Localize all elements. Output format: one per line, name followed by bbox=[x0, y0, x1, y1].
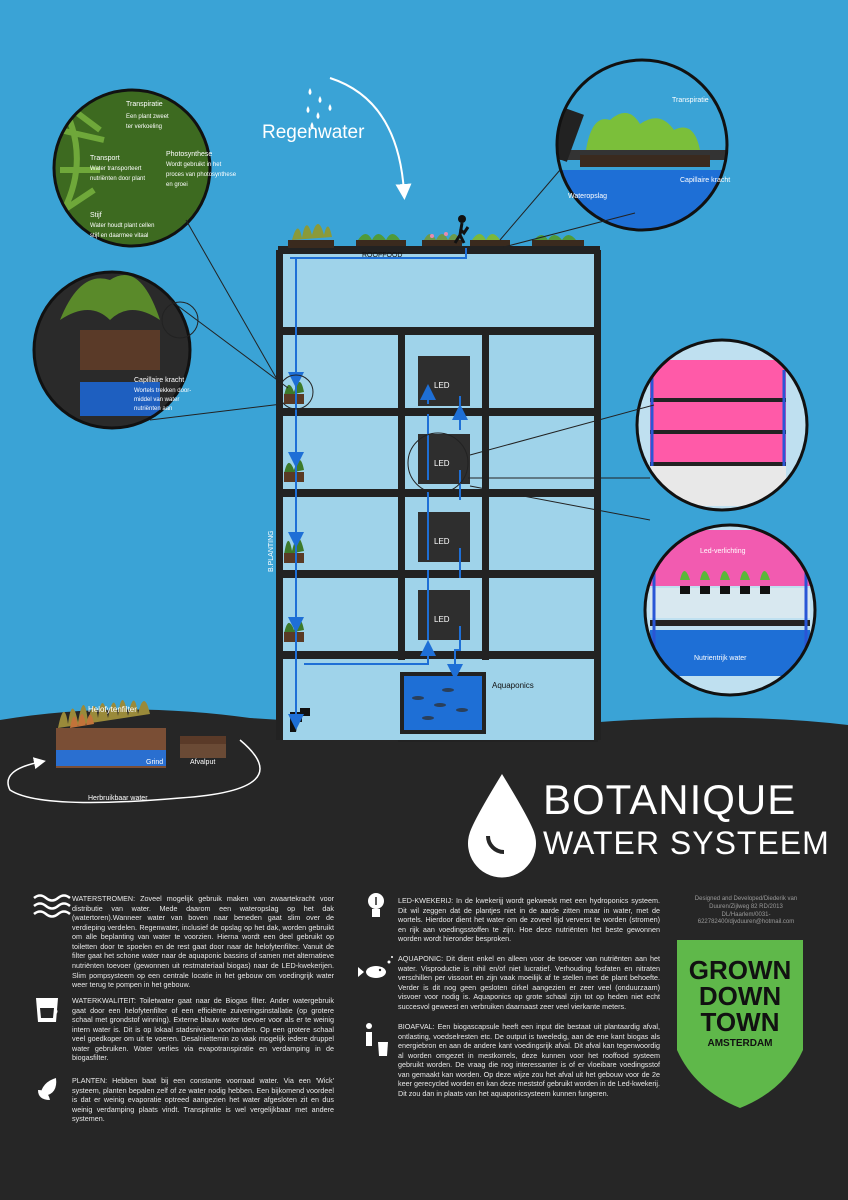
paragraph-waterkwaliteit: WATERKWALITEIT: Toiletwater gaat naar de… bbox=[72, 996, 334, 1063]
grown-down-town-logo: GROWN DOWN TOWN AMSTERDAM bbox=[677, 940, 803, 1108]
poster-title-line1: BOTANIQUE bbox=[543, 776, 797, 823]
svg-text:DOWN: DOWN bbox=[699, 981, 781, 1011]
svg-text:en groei: en groei bbox=[166, 182, 188, 188]
grind-label: Grind bbox=[146, 759, 163, 766]
aquaponics-label: Aquaponics bbox=[492, 681, 534, 690]
bulb-icon bbox=[368, 893, 384, 917]
svg-text:Water houdt plant cellen: Water houdt plant cellen bbox=[90, 223, 154, 229]
regenwater-label: Regenwater bbox=[262, 122, 365, 143]
detail-circle-plant-functions bbox=[52, 88, 212, 248]
afvalput-label: Afvalput bbox=[190, 759, 215, 766]
detail-circle-capillary bbox=[32, 270, 192, 430]
water-drop-icon bbox=[468, 774, 536, 878]
ground bbox=[0, 709, 848, 1200]
paragraph-aquaponic: AQUAPONIC: Dit dient enkel en alleen voo… bbox=[398, 954, 660, 1011]
paragraph-planten: PLANTEN: Hebben baat bij een constante v… bbox=[72, 1076, 334, 1124]
svg-text:Capillaire kracht: Capillaire kracht bbox=[134, 377, 184, 384]
water-flow bbox=[288, 248, 468, 730]
circle-rooffood-text: Transpiratie Wateropslag Capillaire krac… bbox=[568, 97, 730, 200]
svg-text:Wateropslag: Wateropslag bbox=[568, 193, 607, 200]
svg-text:stijf en daarmee vitaal: stijf en daarmee vitaal bbox=[90, 233, 148, 239]
rain-drops bbox=[306, 88, 332, 129]
svg-text:Een plant zweet: Een plant zweet bbox=[126, 114, 169, 120]
bplanting-label: B.PLANTING bbox=[268, 530, 275, 572]
detail-circle-led-racks bbox=[635, 338, 809, 512]
led-label-4: LED bbox=[434, 615, 450, 624]
svg-text:Capillaire kracht: Capillaire kracht bbox=[680, 177, 730, 184]
circle-capillary-text: Capillaire kracht Wortels trekken door- … bbox=[134, 377, 191, 412]
circle-plant-functions-text: Transpiratie Een plant zweet ter verkoel… bbox=[90, 101, 237, 239]
led-label-1: LED bbox=[434, 381, 450, 390]
svg-text:Stijf: Stijf bbox=[90, 212, 102, 219]
svg-text:middel van water: middel van water bbox=[134, 397, 179, 403]
credit-text: Designed and Developed/Diederik van Duur… bbox=[694, 896, 798, 926]
svg-text:Transpiratie: Transpiratie bbox=[672, 97, 709, 104]
paragraph-waterstromen: WATERSTROMEN: Zoveel mogelijk gebruik ma… bbox=[72, 894, 334, 990]
herbruikbaar-label: Herbruikbaar water bbox=[88, 795, 148, 802]
leaf-icon bbox=[38, 1078, 57, 1100]
led-label-2: LED bbox=[434, 459, 450, 468]
detail-circle-rooffood bbox=[555, 58, 729, 232]
building bbox=[276, 215, 601, 742]
svg-text:TOWN: TOWN bbox=[701, 1007, 780, 1037]
svg-text:ter verkoeling: ter verkoeling bbox=[126, 124, 162, 130]
svg-text:Transport: Transport bbox=[90, 155, 120, 162]
svg-text:nutriënten door plant: nutriënten door plant bbox=[90, 176, 145, 182]
rooffood-label: ROOFFOOD bbox=[362, 252, 402, 259]
svg-text:Wortels trekken door-: Wortels trekken door- bbox=[134, 388, 191, 394]
circle-hydroponics-text: Led-verlichting Nutrientrijk water bbox=[694, 548, 747, 662]
trash-icon bbox=[366, 1023, 388, 1056]
svg-text:nutriënten aan: nutriënten aan bbox=[134, 406, 172, 412]
svg-text:GROWN: GROWN bbox=[689, 955, 792, 985]
poster-title-line2: WATER SYSTEEM bbox=[543, 825, 830, 861]
svg-text:Wordt gebruikt in het: Wordt gebruikt in het bbox=[166, 162, 222, 168]
led-label-3: LED bbox=[434, 537, 450, 546]
fish-icon bbox=[358, 956, 393, 978]
paragraph-bioafval: BIOAFVAL: Een biogascapsule heeft een in… bbox=[398, 1022, 660, 1099]
svg-text:AMSTERDAM: AMSTERDAM bbox=[708, 1038, 773, 1049]
waves-icon bbox=[33, 894, 71, 918]
svg-text:proces van photosynthese: proces van photosynthese bbox=[166, 172, 237, 178]
svg-text:Water transporteert: Water transporteert bbox=[90, 166, 142, 172]
svg-text:Photosynthese: Photosynthese bbox=[166, 151, 212, 158]
svg-text:Transpiratie: Transpiratie bbox=[126, 101, 163, 108]
helofytenfilter bbox=[56, 700, 226, 768]
glass-icon bbox=[36, 998, 58, 1022]
connector-lines bbox=[149, 169, 655, 521]
svg-text:Nutrientrijk water: Nutrientrijk water bbox=[694, 655, 747, 662]
paragraph-led-kwekerij: LED-KWEKERIJ: In de kwekerijj wordt gekw… bbox=[398, 896, 660, 944]
svg-text:Led-verlichting: Led-verlichting bbox=[700, 548, 746, 555]
helofytenfilter-label: Helofytenfilter bbox=[88, 705, 137, 714]
